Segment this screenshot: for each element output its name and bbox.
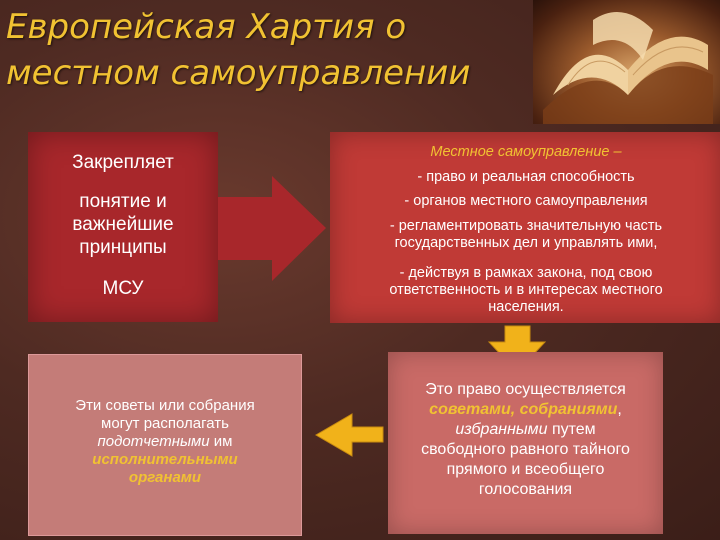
summary-line-2b: важнейшие (72, 214, 174, 235)
summary-line-2c: принципы (79, 237, 167, 258)
definition-item-3a: - регламентировать значительную часть (389, 218, 663, 234)
summary-line-2: понятие и важнейшие принципы (28, 190, 218, 259)
executive-line-5: органами (128, 469, 202, 486)
exercise-line-6: голосования (478, 481, 573, 498)
executive-bodies-box: Эти советы или собрания могут располагат… (28, 354, 302, 536)
executive-line-4: исполнительными (92, 451, 238, 468)
definition-item-4b: ответственность и в интересах местного (389, 282, 663, 298)
definition-item-2: - органов местного самоуправления (404, 193, 648, 209)
exercise-right-box: Это право осуществляется советами, собра… (388, 352, 663, 534)
open-book-image (533, 0, 720, 124)
elected-text: избранными (455, 421, 548, 438)
comma-text: , (617, 401, 622, 418)
to-them-text: им (209, 433, 233, 450)
yellow-left-arrow (315, 413, 384, 457)
summary-line-3: МСУ (102, 278, 144, 299)
councils-assemblies-text: советами, собраниями (429, 401, 618, 418)
exercise-line-5: прямого и всеобщего (446, 461, 605, 478)
by-way-text: путем (547, 421, 596, 438)
exercise-line-3: избранными путем (394, 420, 657, 440)
executive-line-2: могут располагать (101, 415, 229, 432)
executive-line-3: подотчетными им (35, 433, 295, 451)
definition-item-4a: - действуя в рамках закона, под свою (399, 265, 653, 281)
definition-item-3b: государственных дел и управлять ими, (394, 235, 658, 251)
definition-item-1: - право и реальная способность (417, 169, 635, 185)
exercise-line-4: свободного равного тайного (421, 441, 630, 458)
definition-heading: Местное самоуправление – (430, 144, 622, 160)
summary-line-1: Закрепляет (72, 152, 174, 173)
title-line-2: местном самоуправлении (6, 53, 471, 93)
slide-title: Европейская Хартия о местном самоуправле… (6, 4, 526, 96)
title-line-1: Европейская Хартия о (6, 7, 407, 47)
red-right-arrow (218, 176, 326, 281)
summary-line-2a: понятие и (79, 191, 167, 212)
exercise-line-1: Это право осуществляется (425, 381, 626, 398)
charter-summary-box: Закрепляет понятие и важнейшие принципы … (28, 132, 218, 322)
accountable-text: подотчетными (97, 433, 210, 450)
executive-line-1: Эти советы или собрания (75, 397, 255, 414)
definition-box: Местное самоуправление – - право и реаль… (330, 132, 720, 323)
exercise-line-2: советами, собраниями, (394, 400, 657, 420)
definition-item-4c: населения. (488, 299, 564, 315)
